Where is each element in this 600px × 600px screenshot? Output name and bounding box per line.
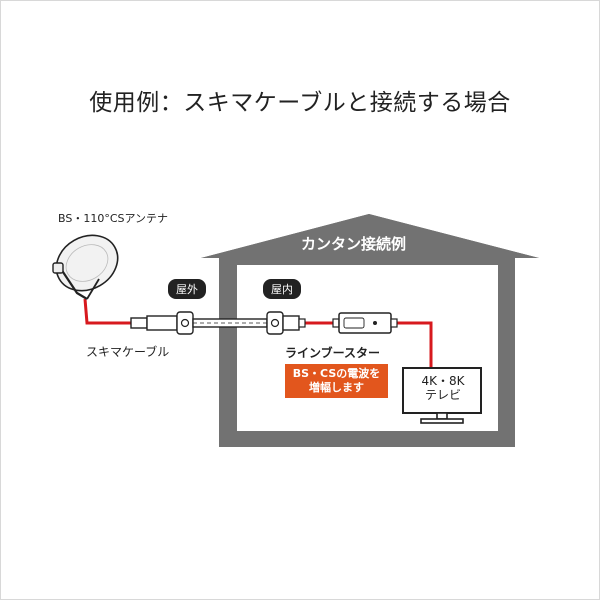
house-title: カンタン接続例 [301,235,407,253]
callout-line-1: BS・CSの電波を [292,367,381,380]
tv-icon [402,367,482,424]
antenna-cable [83,298,131,325]
tv-cable [397,321,433,368]
indoor-connector [266,311,306,335]
antenna-label: BS・110°CSアンテナ [58,212,169,225]
house-walls [201,214,539,447]
indoor-badge: 屋内 [263,279,301,299]
tv-label: 4K・8K テレビ [413,374,473,402]
booster-label: ラインブースター [285,346,381,360]
gap-cable [192,318,268,328]
cable-label: スキマケーブル [86,345,170,359]
outdoor-badge: 屋外 [168,279,206,299]
house [201,214,539,447]
satellite-dish-icon [52,234,119,300]
callout-line-2: 増幅します [309,381,364,394]
tv-label-line-2: テレビ [424,388,461,402]
line-booster-icon [332,312,398,334]
outdoor-connector [130,311,194,335]
booster-callout: BS・CSの電波を 増幅します [285,364,388,398]
page-title: 使用例：スキマケーブルと接続する場合 [89,90,511,116]
cables [83,298,433,368]
tv-label-line-1: 4K・8K [421,374,465,388]
